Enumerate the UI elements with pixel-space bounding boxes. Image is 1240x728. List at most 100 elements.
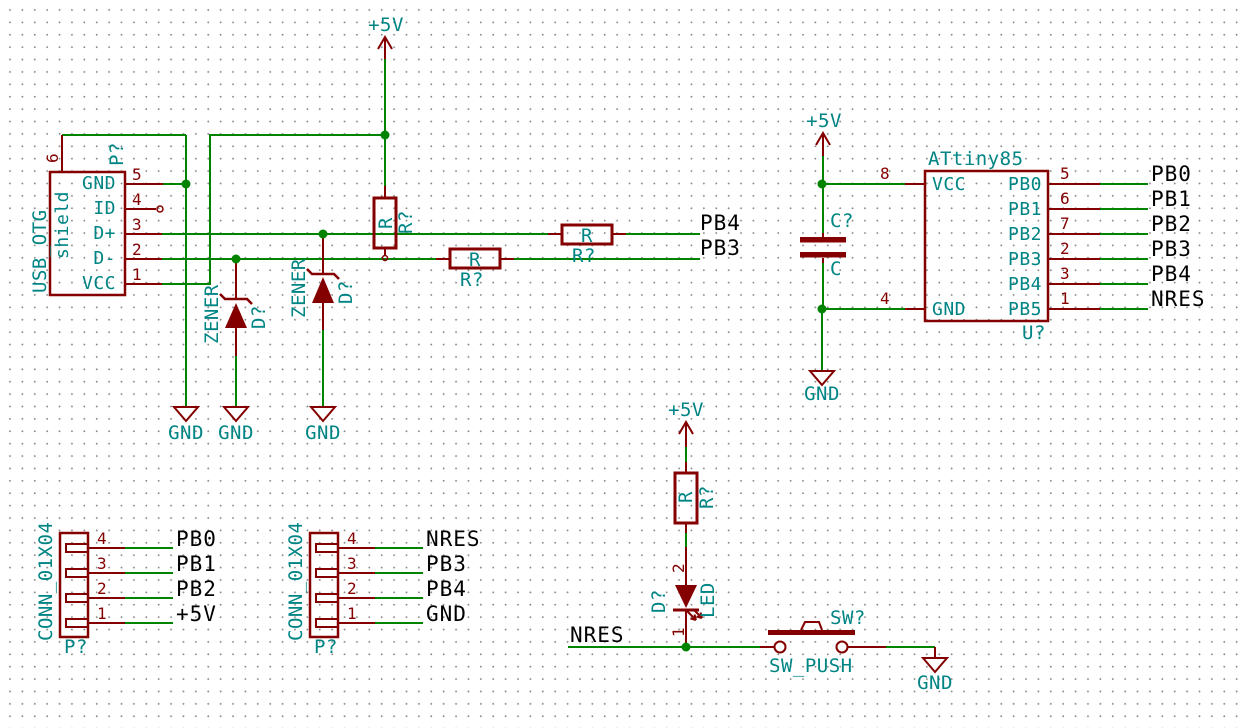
usb-pin-name: D+ <box>93 223 116 244</box>
net-label[interactable]: +5V <box>176 602 217 626</box>
conn2-pin-number: 1 <box>347 604 358 623</box>
net-label-pb3[interactable]: PB3 <box>700 236 741 260</box>
net-label[interactable]: GND <box>426 602 467 626</box>
conn1-pin-number: 2 <box>97 579 108 598</box>
led-pin-number: 2 <box>669 562 688 573</box>
resistor-pb4-ref[interactable]: R? <box>572 245 596 267</box>
net-label[interactable]: PB0 <box>176 527 217 551</box>
resistor-pb3-value[interactable]: R <box>469 249 481 271</box>
conn1-pin-number: 3 <box>97 554 108 573</box>
usb-otg-connector-symbol[interactable] <box>48 135 164 297</box>
resistor-pb4-symbol[interactable] <box>548 223 626 246</box>
gnd-label[interactable]: GND <box>917 672 953 694</box>
conn1-part-name[interactable]: CONN_01X04 <box>35 521 57 641</box>
attiny-pin-number: 7 <box>1060 214 1071 233</box>
resistor-pb4-value[interactable]: R <box>581 225 593 247</box>
gnd-label[interactable]: GND <box>218 422 254 444</box>
conn2-symbol[interactable] <box>308 531 375 639</box>
led-symbol[interactable] <box>673 547 703 647</box>
conn1-symbol[interactable] <box>58 531 125 639</box>
attiny-title[interactable]: ATtiny85 <box>928 148 1024 170</box>
conn1-ref[interactable]: P? <box>64 636 88 658</box>
conn2-part-name[interactable]: CONN_01X04 <box>285 521 307 641</box>
zener1-value[interactable]: ZENER <box>201 284 223 344</box>
resistor-led-value[interactable]: R <box>675 491 697 503</box>
plus5v-label[interactable]: +5V <box>806 110 842 132</box>
net-label[interactable]: PB2 <box>1151 212 1192 236</box>
gnd-symbols[interactable] <box>171 370 950 674</box>
switch-ref[interactable]: SW? <box>830 607 866 629</box>
usb-pin-name: ID <box>93 198 116 219</box>
usb-pin-number: 1 <box>132 265 143 284</box>
attiny-pin-number: 4 <box>880 289 891 308</box>
gnd-label[interactable]: GND <box>305 422 341 444</box>
conn2-pin-number: 4 <box>347 529 358 548</box>
net-label[interactable]: PB3 <box>1151 237 1192 261</box>
resistor-pullup-value[interactable]: R <box>375 217 397 229</box>
net-label[interactable]: PB1 <box>176 552 217 576</box>
gnd-label[interactable]: GND <box>804 383 840 405</box>
usb-pin-name: GND <box>81 173 116 194</box>
capacitor-value[interactable]: C <box>830 258 842 280</box>
attiny-pin-name-gnd: GND <box>932 299 967 320</box>
plus5v-label[interactable]: +5V <box>368 14 404 36</box>
pin-end-circle <box>381 254 389 262</box>
conn1-pin-number: 1 <box>97 604 108 623</box>
attiny-pin-number: 2 <box>1060 239 1071 258</box>
plus5v-symbol-usb[interactable] <box>377 35 393 59</box>
usb-pin6-number: 6 <box>43 152 62 163</box>
led-value[interactable]: LED <box>697 582 719 618</box>
attiny-pin-number: 6 <box>1060 189 1071 208</box>
zener2-ref[interactable]: D? <box>335 280 357 304</box>
net-label[interactable]: PB1 <box>1151 187 1192 211</box>
led-light-arrows <box>686 608 703 621</box>
resistor-led-ref[interactable]: R? <box>696 485 718 509</box>
attiny-pin-name-vcc: VCC <box>932 174 967 195</box>
net-label[interactable]: PB0 <box>1151 162 1192 186</box>
usb-ref[interactable]: P? <box>106 142 128 166</box>
attiny-pin-name: PB4 <box>1007 274 1042 295</box>
push-switch-symbol[interactable] <box>760 621 886 654</box>
net-label-pb4[interactable]: PB4 <box>700 211 741 235</box>
attiny85-symbol[interactable] <box>905 169 1100 323</box>
usb-pin-number: 5 <box>132 165 143 184</box>
attiny-pin-number: 5 <box>1060 164 1071 183</box>
net-label[interactable]: PB2 <box>176 577 217 601</box>
usb-pin-number: 3 <box>132 215 143 234</box>
switch-value[interactable]: SW_PUSH <box>769 655 853 677</box>
plus5v-symbol-led[interactable] <box>678 420 694 447</box>
wires[interactable] <box>62 58 1148 648</box>
usb-pin-number: 2 <box>132 240 143 259</box>
capacitor-symbol[interactable] <box>800 233 846 263</box>
resistor-pullup-symbol[interactable] <box>372 186 398 262</box>
attiny-pin-number: 8 <box>880 164 891 183</box>
plus5v-symbol-cap[interactable] <box>815 131 831 156</box>
unconnected-pin-circle <box>156 205 164 213</box>
resistor-pb3-ref[interactable]: R? <box>460 269 484 291</box>
net-label[interactable]: PB4 <box>1151 262 1192 286</box>
attiny-pin-name: PB0 <box>1007 174 1042 195</box>
resistor-pullup-ref[interactable]: R? <box>395 210 417 234</box>
attiny-ref[interactable]: U? <box>1022 322 1046 344</box>
resistor-pb3-symbol[interactable] <box>436 247 514 270</box>
gnd-label[interactable]: GND <box>168 422 204 444</box>
zener2-value[interactable]: ZENER <box>288 258 310 318</box>
net-label[interactable]: PB3 <box>426 552 467 576</box>
attiny-pin-name: PB1 <box>1007 199 1042 220</box>
led-pin-number: 1 <box>669 626 688 637</box>
net-label[interactable]: NRES <box>426 527 481 551</box>
plus5v-label[interactable]: +5V <box>668 399 704 421</box>
usb-pin-number: 4 <box>132 190 143 209</box>
resistor-led-symbol[interactable] <box>673 462 699 533</box>
net-label[interactable]: NRES <box>1151 287 1206 311</box>
net-label[interactable]: PB4 <box>426 577 467 601</box>
zener2-symbol[interactable] <box>306 234 340 330</box>
usb-pin-name: D- <box>93 248 116 269</box>
capacitor-ref[interactable]: C? <box>830 210 854 232</box>
conn2-ref[interactable]: P? <box>314 636 338 658</box>
led-ref[interactable]: D? <box>648 589 670 613</box>
zener1-symbol[interactable] <box>219 259 253 356</box>
net-label-nres[interactable]: NRES <box>570 623 625 647</box>
zener1-ref[interactable]: D? <box>248 305 270 329</box>
